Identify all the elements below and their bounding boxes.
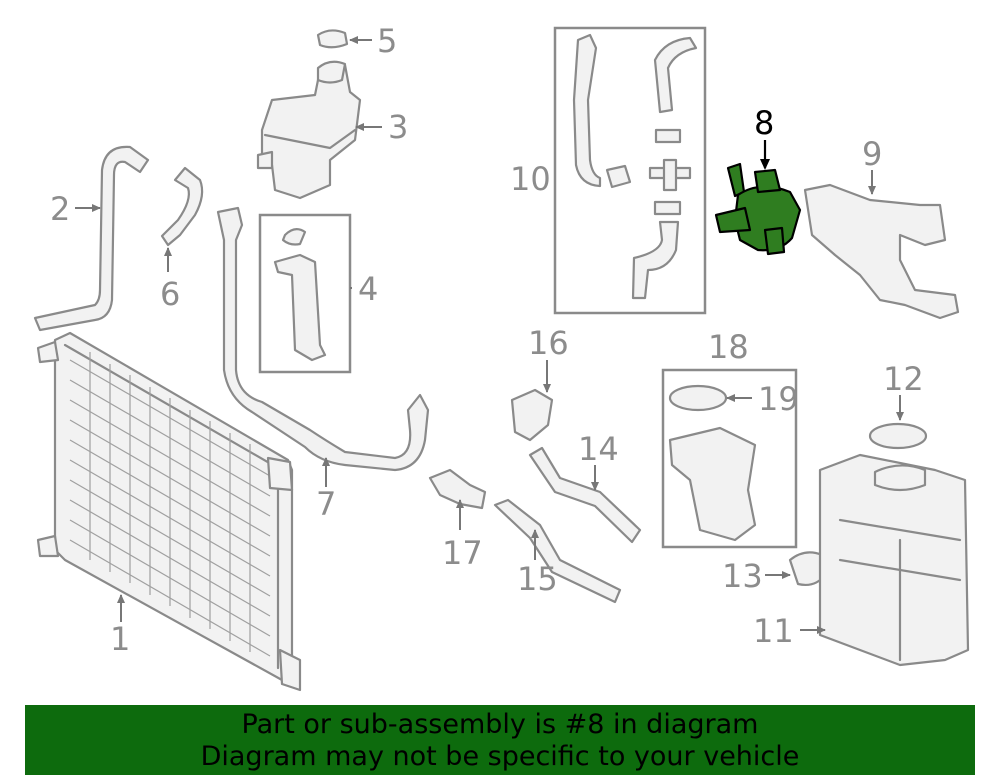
inverter-part — [818, 453, 970, 667]
notice-line-2: Diagram may not be specific to your vehi… — [200, 741, 800, 772]
hose-kit-box — [553, 26, 707, 315]
callout-5: 5 — [377, 22, 397, 60]
radiator-part — [36, 331, 302, 692]
callout-9: 9 — [862, 135, 882, 173]
callout-11: 11 — [753, 612, 794, 650]
ring-12-part — [868, 422, 928, 450]
callout-18: 18 — [708, 328, 749, 366]
cap-part — [316, 29, 349, 49]
hose-kit-part — [572, 33, 698, 300]
notice-banner: Part or sub-assembly is #8 in diagram Di… — [25, 705, 975, 775]
callout-16: 16 — [528, 324, 569, 362]
callout-1: 1 — [110, 620, 130, 658]
callout-15: 15 — [517, 560, 558, 598]
hose-14-part — [528, 446, 642, 544]
bracket-part — [273, 228, 327, 362]
callout-10: 10 — [510, 160, 551, 198]
hose-15-part — [493, 498, 622, 604]
notice-line-1: Part or sub-assembly is #8 in diagram — [241, 709, 759, 740]
callout-14: 14 — [578, 430, 619, 468]
upper-hose-part — [33, 145, 150, 332]
callout-13: 13 — [722, 557, 763, 595]
callout-7: 7 — [316, 485, 336, 523]
fitting-16-part — [510, 388, 554, 442]
housing-box — [661, 368, 798, 549]
fitting-17-part — [428, 468, 487, 510]
parts-diagram: 1 2 3 4 5 6 7 8 9 10 11 12 13 14 15 16 1… — [33, 22, 970, 692]
electric-water-pump-part — [714, 162, 802, 256]
reservoir-part — [256, 60, 362, 200]
callout-19: 19 — [758, 380, 799, 418]
callout-4: 4 — [358, 270, 378, 308]
bracket-box — [258, 213, 352, 374]
pump-bracket-part — [803, 183, 960, 320]
small-hose-part — [160, 166, 204, 247]
callout-12: 12 — [883, 360, 924, 398]
callout-17: 17 — [442, 534, 483, 572]
long-hose-part — [216, 206, 430, 472]
callout-3: 3 — [388, 108, 408, 146]
callout-2: 2 — [50, 190, 70, 228]
housing-part — [668, 384, 757, 542]
callout-8: 8 — [754, 104, 774, 142]
callout-6: 6 — [160, 275, 180, 313]
